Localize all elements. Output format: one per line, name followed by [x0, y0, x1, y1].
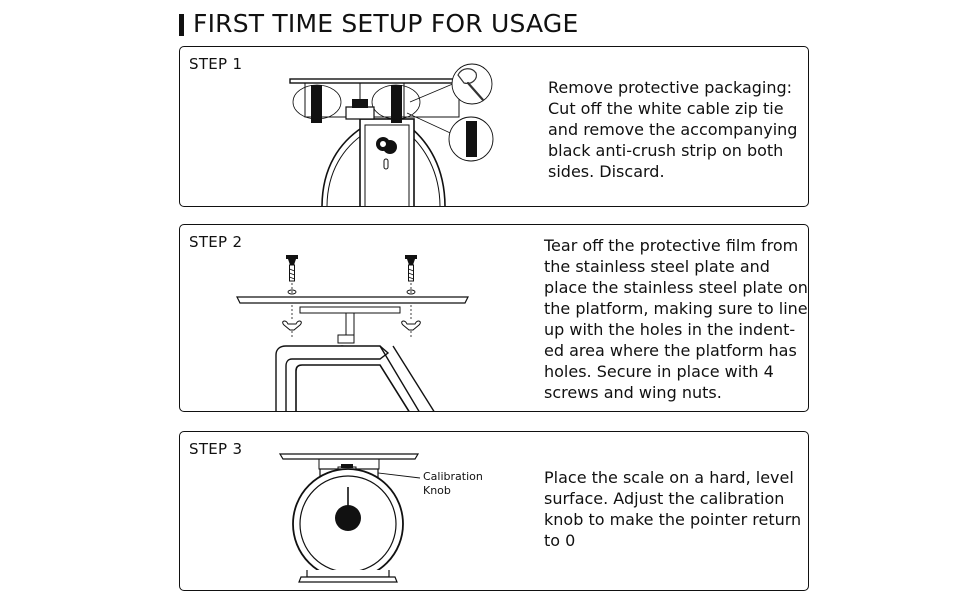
step-1-line: black anti-crush strip on both [548, 141, 784, 160]
step-2-line: the platform, making sure to line [544, 299, 808, 318]
callout-line: Calibration [423, 470, 483, 483]
step-2-line: ed area where the platform has [544, 341, 797, 360]
step-1-label: STEP 1 [189, 55, 243, 73]
step-3-panel: STEP 3 Calibration Knob Place the scale … [179, 431, 809, 591]
step-3-line: to 0 [544, 531, 576, 550]
step-2-line: Tear off the protective film from [544, 236, 799, 255]
step-1-panel: STEP 1 Rem [179, 46, 809, 207]
step-2-illustration [236, 255, 469, 411]
callout-line: Knob [423, 484, 451, 497]
step-3-illustration [278, 453, 421, 583]
step-2-line: up with the holes in the indent- [544, 320, 796, 339]
step-2-line: place the stainless steel plate on [544, 278, 808, 297]
step-3-label: STEP 3 [189, 440, 243, 458]
step-1-line: sides. Discard. [548, 162, 665, 181]
step-1-line: and remove the accompanying [548, 120, 798, 139]
step-1-instructions: Remove protective packaging: Cut off the… [548, 77, 797, 182]
step-1-line: Remove protective packaging: [548, 78, 793, 97]
step-3-line: Place the scale on a hard, level [544, 468, 794, 487]
step-2-instructions: Tear off the protective film from the st… [544, 235, 808, 403]
step-1-line: Cut off the white cable zip tie [548, 99, 784, 118]
step-2-panel: STEP 2 Tear off [179, 224, 809, 412]
step-3-instructions: Place the scale on a hard, level surface… [544, 467, 801, 551]
step-3-line: knob to make the pointer return [544, 510, 802, 529]
step-2-line: screws and wing nuts. [544, 383, 722, 402]
step-1-illustration [289, 63, 494, 206]
step-2-label: STEP 2 [189, 233, 243, 251]
calibration-knob-callout: Calibration Knob [423, 470, 483, 498]
page-title: FIRST TIME SETUP FOR USAGE [193, 9, 579, 38]
step-2-line: the stainless steel plate and [544, 257, 770, 276]
title-accent-bar [179, 14, 184, 36]
step-3-line: surface. Adjust the calibration [544, 489, 785, 508]
step-2-line: holes. Secure in place with 4 [544, 362, 774, 381]
